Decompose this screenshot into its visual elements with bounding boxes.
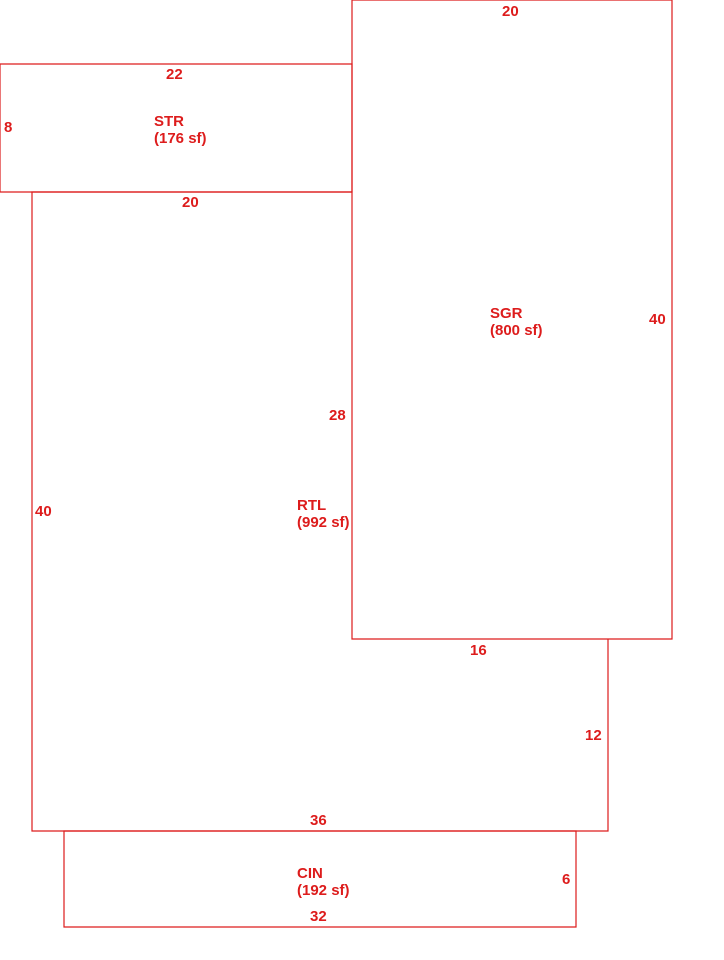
rtl-area: (992 sf) <box>297 514 350 531</box>
dim-sgr-top: 20 <box>502 3 519 20</box>
dim-str-bottom: 20 <box>182 194 199 211</box>
dim-str-top: 22 <box>166 66 183 83</box>
rtl-code: RTL <box>297 497 326 514</box>
rtl-label: RTL (992 sf) <box>297 497 350 531</box>
dim-rtl-left: 40 <box>35 503 52 520</box>
cin-label: CIN (192 sf) <box>297 865 350 899</box>
rtl-outline <box>31 191 609 832</box>
dim-sgr-left: 28 <box>329 407 346 424</box>
dim-rtl-right: 12 <box>585 727 602 744</box>
str-area: (176 sf) <box>154 130 207 147</box>
sgr-label: SGR (800 sf) <box>490 305 543 339</box>
dim-rtl-bottom: 36 <box>310 812 327 829</box>
str-code: STR <box>154 113 184 130</box>
dim-cin-bottom: 32 <box>310 908 327 925</box>
dim-str-left: 8 <box>4 119 12 136</box>
sgr-area: (800 sf) <box>490 322 543 339</box>
str-label: STR (176 sf) <box>154 113 207 147</box>
cin-area: (192 sf) <box>297 882 350 899</box>
cin-outline <box>63 830 577 928</box>
cin-code: CIN <box>297 865 323 882</box>
dim-sgr-right: 40 <box>649 311 666 328</box>
sgr-code: SGR <box>490 305 523 322</box>
dim-sgr-bottom: 16 <box>470 642 487 659</box>
sgr-outline <box>351 0 673 640</box>
dim-cin-right: 6 <box>562 871 570 888</box>
